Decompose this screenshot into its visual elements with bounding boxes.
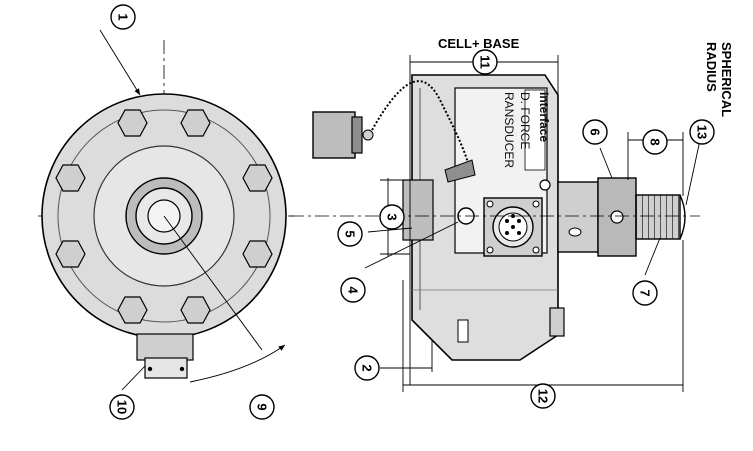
bottom-screw — [549, 307, 565, 337]
callout-3: 3 — [379, 204, 405, 230]
label-line1: D. FORCE — [518, 92, 532, 149]
bottom-slot — [457, 319, 469, 343]
body-screw — [539, 179, 551, 191]
callout-10: 10 — [109, 394, 135, 420]
adapter-spacer — [557, 181, 599, 253]
bolt-hex — [242, 164, 273, 192]
svg-text:3: 3 — [385, 213, 400, 220]
heading-radius: RADIUS — [704, 42, 719, 92]
bolt-hex — [117, 109, 148, 137]
leader-6 — [599, 147, 613, 179]
svg-text:6: 6 — [588, 128, 603, 135]
bolt-circle-ring — [57, 109, 271, 323]
svg-text:13: 13 — [695, 125, 710, 139]
leader-1 — [99, 29, 141, 96]
callout-11: 11 — [472, 49, 498, 75]
leader-5 — [367, 227, 413, 233]
svg-text:11: 11 — [478, 55, 493, 69]
jam-nut-hole — [610, 210, 624, 224]
spacer-mark — [568, 227, 582, 237]
svg-text:12: 12 — [536, 389, 551, 403]
callout-9: 9 — [249, 394, 275, 420]
svg-text:8: 8 — [648, 138, 663, 145]
label-brand: Interface — [537, 92, 551, 142]
leader-10 — [121, 365, 146, 391]
callout-12: 12 — [530, 383, 556, 409]
heading-spherical: SPHERICAL — [719, 42, 734, 117]
callout-13: 13 — [689, 119, 715, 145]
leader-7 — [644, 237, 661, 276]
bolt-hex — [55, 164, 86, 192]
svg-text:2: 2 — [360, 364, 375, 371]
electrical-connector — [483, 197, 543, 257]
base-plate — [402, 179, 434, 241]
bolt-hex — [180, 296, 211, 324]
threaded-stud — [635, 194, 681, 240]
cap-chain — [371, 80, 471, 171]
callout-8: 8 — [642, 129, 668, 155]
chain-clip — [444, 159, 476, 183]
svg-text:5: 5 — [343, 230, 358, 237]
bolt-hex — [117, 296, 148, 324]
side-view: Interface D. FORCE RANSDUCER — [290, 55, 701, 392]
bolt-hex — [55, 240, 86, 268]
spherical-end — [679, 194, 686, 240]
svg-text:10: 10 — [115, 400, 130, 414]
heading-cell-base: CELL+ BASE — [438, 36, 520, 51]
label-line2: RANSDUCER — [502, 92, 516, 168]
callout-1: 1 — [110, 4, 136, 30]
callout-4: 4 — [340, 277, 366, 303]
angle-dimension-arc — [189, 344, 286, 383]
bolt-hex — [180, 109, 211, 137]
bolt-hex — [242, 240, 273, 268]
callout-5: 5 — [337, 221, 363, 247]
callout-7: 7 — [632, 280, 658, 306]
callouts: 1 2 3 4 5 6 7 8 — [109, 4, 715, 420]
svg-text:9: 9 — [255, 403, 270, 410]
connector-bracket — [136, 333, 194, 379]
flange-bolts — [55, 109, 273, 324]
leader-9 — [163, 215, 263, 351]
svg-text:7: 7 — [638, 289, 653, 296]
leader-4 — [364, 221, 459, 269]
svg-text:4: 4 — [346, 286, 361, 294]
leader-13 — [685, 139, 701, 206]
callout-6: 6 — [582, 119, 608, 145]
callout-2: 2 — [354, 355, 380, 381]
dust-cap — [312, 111, 374, 159]
svg-text:1: 1 — [116, 13, 131, 20]
end-view — [38, 29, 295, 391]
